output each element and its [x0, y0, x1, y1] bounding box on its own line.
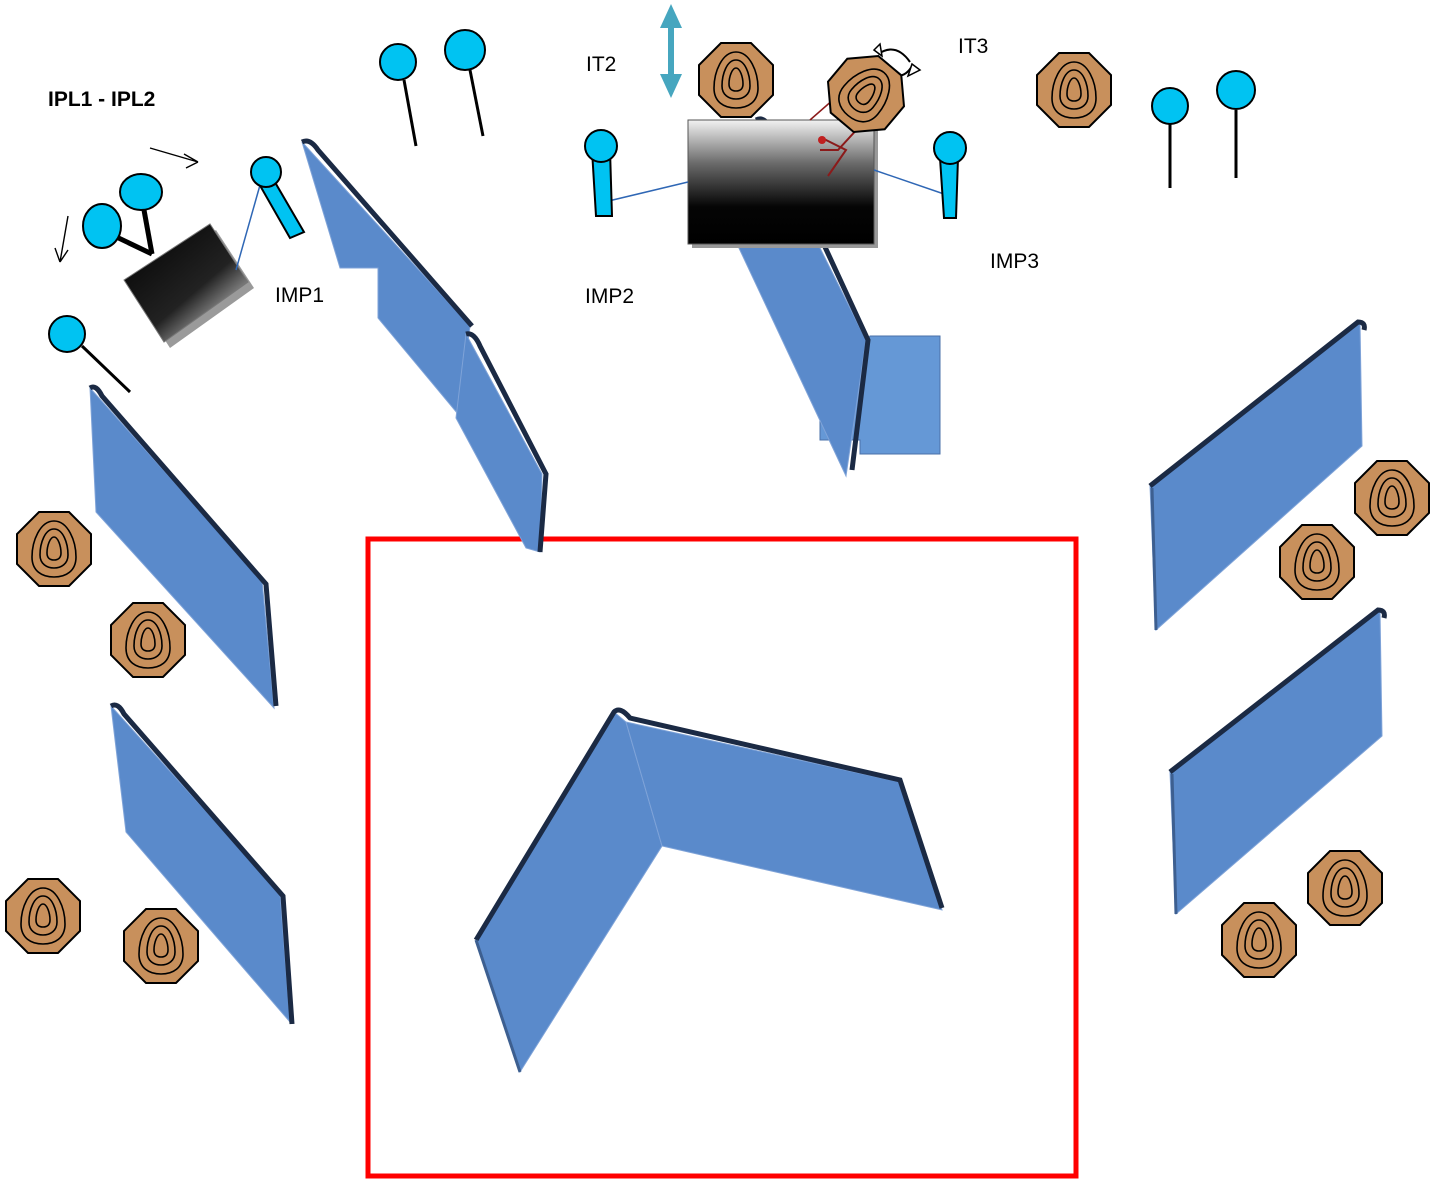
paper-target-icon	[16, 511, 92, 587]
it2-label: IT2	[586, 53, 616, 76]
paper-target-icon	[1307, 850, 1383, 926]
wall-center-chevron	[473, 707, 945, 1074]
paper-target-icon	[110, 602, 186, 678]
steel-popper-icon	[250, 156, 306, 240]
wall-right-upper	[1148, 319, 1367, 632]
wall-imp1-upper	[300, 138, 474, 416]
steel-popper-icon	[48, 315, 132, 394]
it3-label: IT3	[958, 35, 988, 58]
steel-popper-icon	[1151, 87, 1189, 188]
fault-line-box	[365, 536, 1079, 1179]
steel-popper-icon	[379, 43, 418, 147]
imp1-label: IMP1	[275, 284, 324, 307]
wall-imp1-lower	[455, 331, 549, 553]
steel-popper-icon	[444, 29, 486, 137]
paper-target-icon	[1221, 902, 1297, 978]
wall-left-upper	[88, 384, 279, 710]
paper-target-icon	[1279, 524, 1355, 600]
imp3-label: IMP3	[990, 250, 1039, 273]
steel-popper-icon	[933, 131, 967, 219]
paper-target-icon	[698, 42, 774, 118]
steel-popper-icon	[119, 173, 163, 211]
paper-target-icon	[5, 878, 81, 954]
paper-target-icon	[123, 908, 199, 984]
wall-right-lower	[1168, 607, 1387, 916]
paper-target-icon	[1036, 52, 1112, 128]
mover-arrow-icon	[54, 147, 199, 263]
mover-box	[595, 77, 945, 248]
mover-arrow-icon	[660, 4, 682, 98]
swinger-icon	[104, 177, 263, 348]
steel-popper-icon	[82, 203, 122, 249]
steel-popper-icon	[584, 129, 618, 217]
group-label: IPL1 - IPL2	[48, 88, 155, 111]
wall-left-lower	[109, 702, 295, 1025]
imp2-label: IMP2	[585, 285, 634, 308]
steel-popper-icon	[1216, 70, 1256, 178]
paper-target-icon	[1354, 460, 1430, 536]
